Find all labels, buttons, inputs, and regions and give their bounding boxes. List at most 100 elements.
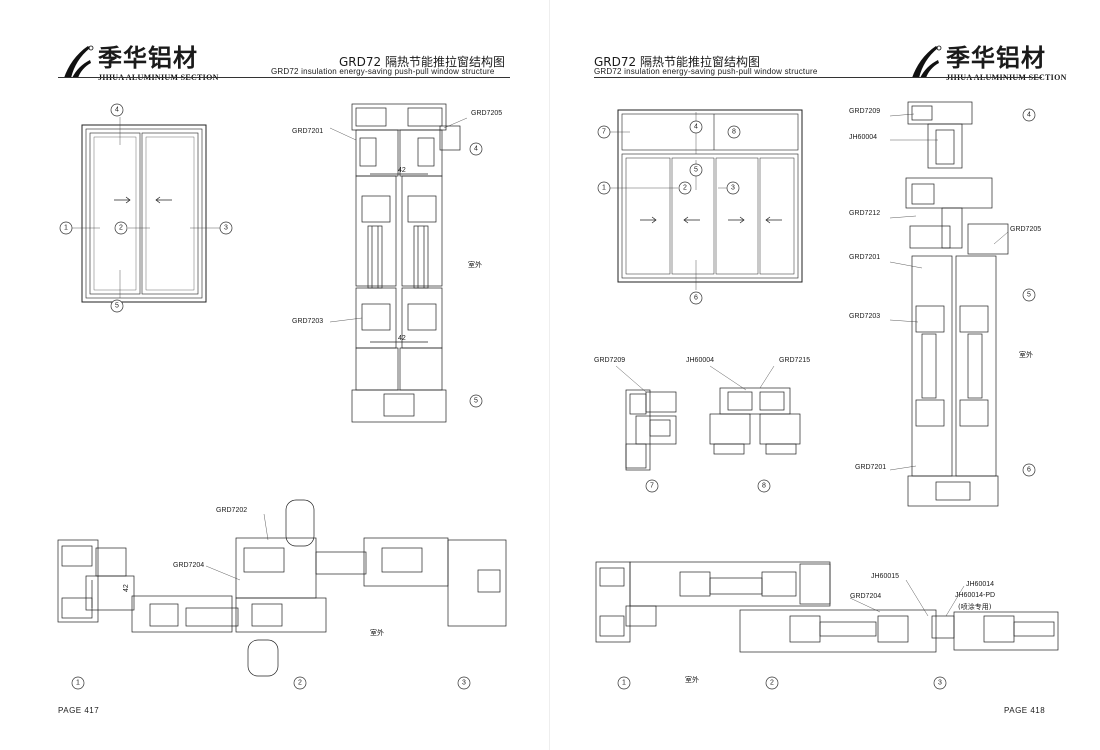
svg-text:8: 8 <box>762 483 766 490</box>
vertical-section-drawing: 42 42 <box>329 103 468 423</box>
brand-name-cn: 季华铝材 <box>98 44 198 72</box>
label-detail-jh60004: JH60004 <box>686 357 715 364</box>
svg-text:42: 42 <box>398 167 406 174</box>
label-jh60004: JH60004 <box>849 134 878 141</box>
elevation-callout-4: 4 <box>689 120 703 134</box>
page-title-cn: GRD72 隔热节能推拉窗结构图 <box>594 55 760 69</box>
page-number: PAGE 417 <box>58 706 100 715</box>
detail-callout-8: 8 <box>757 479 771 493</box>
svg-text:4: 4 <box>115 107 119 114</box>
outdoor-note: 室外 <box>468 261 482 269</box>
svg-text:1: 1 <box>76 680 80 687</box>
header-rule <box>594 77 1042 78</box>
label-grd7201: GRD7201 <box>292 128 324 135</box>
vsection-callout-4: 4 <box>1022 108 1036 122</box>
svg-text:6: 6 <box>694 295 698 302</box>
svg-text:5: 5 <box>694 167 698 174</box>
outdoor-note-horizontal: 室外 <box>370 629 384 637</box>
detail-sections-drawing <box>615 365 801 471</box>
label-grd7204: GRD7204 <box>850 593 882 600</box>
detail-callout-7: 7 <box>645 479 659 493</box>
hsection-callout-3: 3 <box>933 676 947 690</box>
label-spray-only: (喷涂专用) <box>958 603 992 611</box>
logo-mark-icon <box>912 45 942 78</box>
elevation-callout-3: 3 <box>726 181 740 195</box>
horizontal-section-drawing <box>595 561 1059 653</box>
svg-text:3: 3 <box>224 225 228 232</box>
label-grd7212: GRD7212 <box>849 210 881 217</box>
page-number: PAGE 418 <box>1004 706 1046 715</box>
left-page: 季华铝材 JIHUA ALUMINIUM SECTION GRD72 隔热节能推… <box>57 44 510 715</box>
vsection-callout-4: 4 <box>469 142 483 156</box>
label-grd7201-top: GRD7201 <box>849 254 881 261</box>
label-jh60015: JH60015 <box>871 573 900 580</box>
svg-text:1: 1 <box>622 680 626 687</box>
elevation-callout-2: 2 <box>114 221 128 235</box>
elevation-callout-3: 3 <box>219 221 233 235</box>
label-grd7201-bottom: GRD7201 <box>855 464 887 471</box>
page-title-cn: GRD72 隔热节能推拉窗结构图 <box>339 55 505 69</box>
label-grd7205: GRD7205 <box>471 110 503 117</box>
svg-text:2: 2 <box>298 680 302 687</box>
label-grd7205: GRD7205 <box>1010 226 1042 233</box>
svg-text:4: 4 <box>694 124 698 131</box>
svg-text:5: 5 <box>1027 292 1031 299</box>
label-detail-grd7215: GRD7215 <box>779 357 811 364</box>
label-grd7202: GRD7202 <box>216 507 248 514</box>
svg-text:6: 6 <box>1027 467 1031 474</box>
vsection-callout-6: 6 <box>1022 463 1036 477</box>
outdoor-note-horizontal: 室外 <box>685 676 699 684</box>
outdoor-note: 室外 <box>1019 351 1033 359</box>
svg-text:7: 7 <box>650 483 654 490</box>
elevation-callout-5: 5 <box>110 299 124 313</box>
right-page: GRD72 隔热节能推拉窗结构图 GRD72 insulation energy… <box>550 0 1100 750</box>
vsection-callout-5: 5 <box>1022 288 1036 302</box>
label-grd7204: GRD7204 <box>173 562 205 569</box>
hsection-callout-2: 2 <box>765 676 779 690</box>
label-jh60014: JH60014 <box>966 581 995 588</box>
label-grd7209: GRD7209 <box>849 108 881 115</box>
elevation-callout-1: 1 <box>59 221 73 235</box>
label-jh60014-pd: JH60014-PD <box>955 592 996 599</box>
window-elevation-drawing <box>72 117 220 303</box>
elevation-callout-7: 7 <box>597 125 611 139</box>
vsection-callout-5: 5 <box>469 394 483 408</box>
svg-text:42: 42 <box>398 335 406 342</box>
elevation-callout-2: 2 <box>678 181 692 195</box>
elevation-callout-4: 4 <box>110 103 124 117</box>
page-fold <box>549 0 550 750</box>
elevation-callout-6: 6 <box>689 291 703 305</box>
svg-text:8: 8 <box>732 129 736 136</box>
label-grd7203: GRD7203 <box>849 313 881 320</box>
svg-text:3: 3 <box>462 680 466 687</box>
window-elevation-drawing <box>610 109 803 290</box>
svg-text:1: 1 <box>64 225 68 232</box>
svg-text:2: 2 <box>119 225 123 232</box>
svg-text:4: 4 <box>474 146 478 153</box>
svg-text:7: 7 <box>602 129 606 136</box>
elevation-callout-1: 1 <box>597 181 611 195</box>
svg-text:5: 5 <box>474 398 478 405</box>
svg-text:3: 3 <box>731 185 735 192</box>
vertical-section-drawing <box>889 101 1009 507</box>
svg-text:1: 1 <box>602 185 606 192</box>
logo-mark-icon <box>64 45 94 78</box>
page-title-en: GRD72 insulation energy-saving push-pull… <box>594 67 818 76</box>
hsection-callout-3: 3 <box>457 676 471 690</box>
hsection-callout-1: 1 <box>71 676 85 690</box>
hsection-callout-2: 2 <box>293 676 307 690</box>
svg-text:5: 5 <box>115 303 119 310</box>
page-title-en: GRD72 insulation energy-saving push-pull… <box>271 67 495 76</box>
svg-text:42: 42 <box>123 584 130 592</box>
elevation-callout-5: 5 <box>689 163 703 177</box>
header-rule <box>58 77 510 78</box>
label-grd7203: GRD7203 <box>292 318 324 325</box>
label-detail-grd7209: GRD7209 <box>594 357 626 364</box>
svg-text:4: 4 <box>1027 112 1031 119</box>
hsection-callout-1: 1 <box>617 676 631 690</box>
brand-name-cn: 季华铝材 <box>946 44 1046 72</box>
svg-text:2: 2 <box>683 185 687 192</box>
elevation-callout-8: 8 <box>727 125 741 139</box>
horizontal-section-drawing: 42 <box>57 499 507 677</box>
svg-text:3: 3 <box>938 680 942 687</box>
